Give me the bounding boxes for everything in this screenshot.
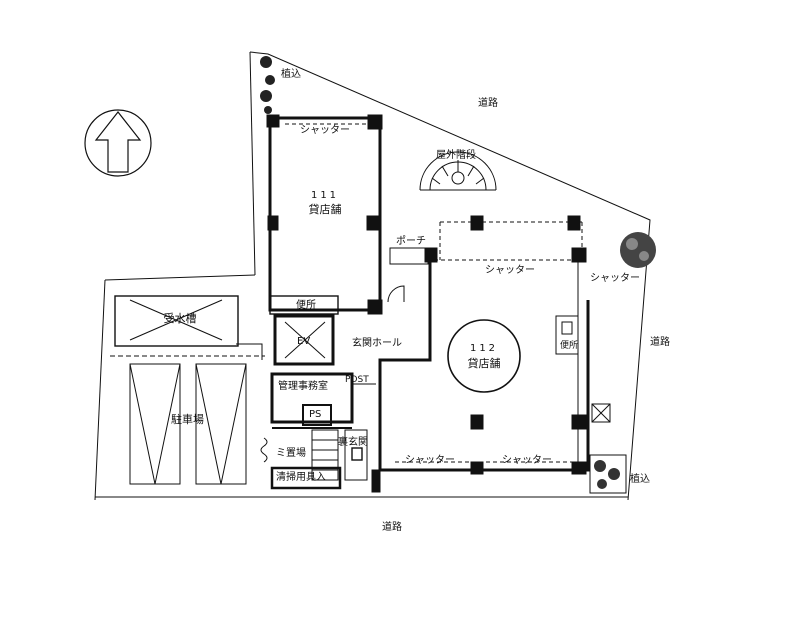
left-toilet-label: 便所 <box>296 300 316 311</box>
back-area <box>260 429 381 493</box>
core-rooms <box>236 295 376 429</box>
parking-area <box>129 363 247 485</box>
planting-bottom <box>589 454 627 494</box>
spiral-stairs-icon <box>419 151 497 191</box>
road-top-label: 道路 <box>478 98 498 109</box>
north-arrow-icon <box>84 109 152 177</box>
unit-111-name: 貸店舗 <box>308 203 342 216</box>
road-right-label: 道路 <box>650 337 670 348</box>
post-label: POST <box>345 375 369 385</box>
mgmt-office-label: 管理事務室 <box>278 381 328 392</box>
planting-top-label: 植込 <box>281 69 301 80</box>
porch-area <box>387 247 429 303</box>
unit-111-shutter-label: シャッター <box>300 125 350 136</box>
right-toilet-label: 便所 <box>560 341 579 351</box>
planting-bottom-label: 植込 <box>630 474 650 485</box>
cleaning-label: 清掃用具入 <box>276 472 326 483</box>
unit-112-shutter-top-label: シャッター <box>485 265 535 276</box>
ev-label: EV <box>297 336 311 347</box>
tree-icon <box>620 232 656 268</box>
water-tank-label: 受水槽 <box>163 312 197 325</box>
unit-112-walls <box>378 215 611 475</box>
parking-label: 駐車場 <box>171 413 204 426</box>
garbage-label: ミ置場 <box>276 448 306 459</box>
road-bottom-label: 道路 <box>382 522 402 533</box>
unit-111-walls <box>266 114 383 315</box>
site-boundary <box>94 51 651 501</box>
right-shutter-label: シャッター <box>590 273 640 284</box>
water-tank <box>110 295 265 357</box>
unit-112-name: 貸店舗 <box>467 357 501 370</box>
entrance-hall-label: 玄関ホール <box>352 338 402 349</box>
planting-top <box>260 56 275 114</box>
bottom-right-shutter-label: シャッター <box>502 455 552 466</box>
bottom-left-shutter-label: シャッター <box>405 455 455 466</box>
outdoor-stairs-label: 屋外階段 <box>436 150 476 161</box>
porch-label: ポーチ <box>396 236 426 247</box>
ps-label: PS <box>309 409 322 420</box>
back-entrance-label: 裏玄関 <box>338 437 368 448</box>
unit-112-number: 112 <box>469 343 499 354</box>
unit-111-number: 111 <box>310 190 340 201</box>
